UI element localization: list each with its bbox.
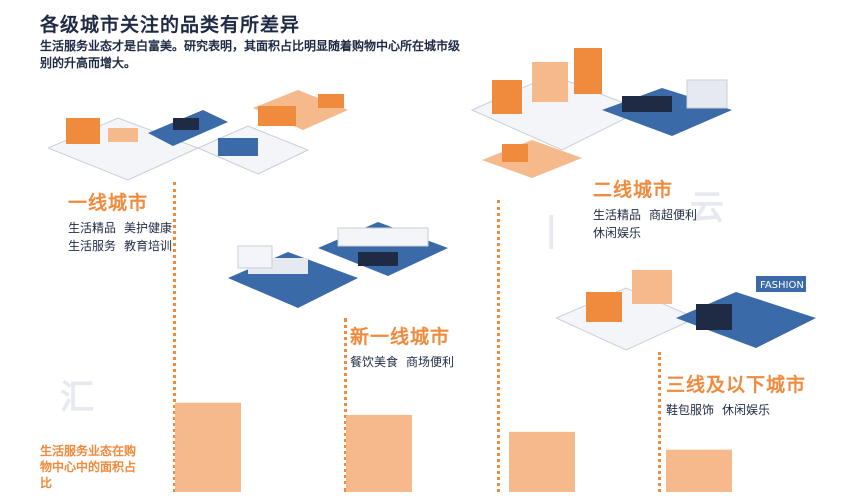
tier-tag: 餐饮美食 [350, 355, 399, 369]
watermark-char: 汇 [60, 378, 94, 418]
tier-name: 二线城市 [593, 179, 674, 201]
tier-tags: 餐饮美食商场便利 [350, 353, 454, 371]
bar-tier3 [666, 449, 732, 492]
bar-tier1 [175, 402, 241, 492]
tier-tag: 生活精品 [593, 208, 642, 222]
tier-tag: 休闲娱乐 [593, 226, 642, 240]
page-subtitle: 生活服务业态才是白富美。研究表明，其面积占比明显随着购物中心所在城市级别的升高而… [40, 39, 461, 70]
tier1-store-illustration [48, 90, 348, 181]
tier-name: 新一线城市 [350, 326, 451, 348]
bar-new-tier1 [346, 414, 412, 492]
tier2-store-illustration [470, 48, 732, 178]
tier-tags: 休闲娱乐 [593, 224, 697, 242]
tier-tags: 生活服务教育培训 [68, 237, 172, 255]
tier-tags: 生活精品商超便利 [593, 206, 697, 224]
fashion-sign: FASHION [760, 280, 804, 291]
tier3-guide-line [658, 352, 661, 492]
tier-name: 一线城市 [68, 192, 149, 214]
tier-tag: 教育培训 [124, 239, 173, 253]
tier-tags: 鞋包服饰休闲娱乐 [666, 401, 806, 419]
tier-tags: 生活精品美护健康 [68, 219, 172, 237]
watermark-char: | [545, 210, 558, 250]
tier-tag: 鞋包服饰 [666, 403, 715, 417]
watermark-char: 云 [690, 188, 724, 228]
tier-tag: 生活精品 [68, 221, 117, 235]
tier-tag: 休闲娱乐 [722, 403, 771, 417]
chart-ylabel: 生活服务业态在购物中心中的面积占比 [40, 444, 137, 490]
tier2-block: 二线城市 生活精品商超便利 休闲娱乐 [593, 175, 697, 242]
tier1-guide-line [173, 182, 176, 492]
tier-tag: 美护健康 [124, 221, 173, 235]
tier-tag: 生活服务 [68, 239, 117, 253]
bar-tier2 [509, 431, 575, 492]
page-title: 各级城市关注的品类有所差异 [40, 14, 301, 36]
new-tier1-store-illustration [228, 222, 448, 308]
tier3-block: 三线及以下城市 鞋包服饰休闲娱乐 [666, 370, 806, 419]
tier-tag: 商场便利 [406, 355, 455, 369]
tier-name: 三线及以下城市 [666, 374, 807, 396]
new-tier1-block: 新一线城市 餐饮美食商场便利 [350, 322, 454, 371]
tier1-block: 一线城市 生活精品美护健康 生活服务教育培训 [68, 188, 172, 255]
new-tier1-guide-line [344, 318, 347, 492]
tier2-guide-line [497, 200, 500, 492]
tier-tag: 商超便利 [649, 208, 698, 222]
tier3-store-illustration: FASHION [556, 270, 816, 351]
